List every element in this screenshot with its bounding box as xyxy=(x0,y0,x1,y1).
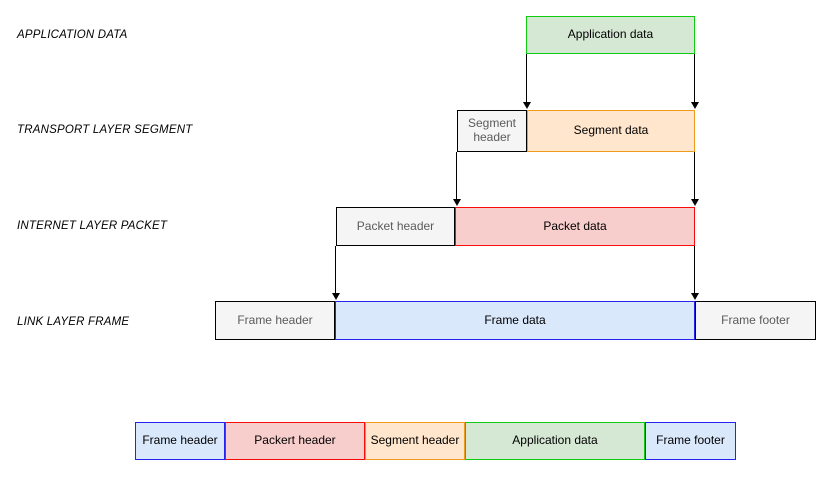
frame-header-box: Frame header xyxy=(215,301,335,340)
packet-header-box: Packet header xyxy=(336,207,455,246)
layer-label-application-data: APPLICATION DATA xyxy=(17,29,128,41)
arrow-segment-to-packet-right xyxy=(690,152,699,206)
arrow-app-to-segment-left xyxy=(522,54,531,109)
layer-label-internet-layer-packet: INTERNET LAYER PACKET xyxy=(17,220,168,232)
arrow-segment-to-packet-left xyxy=(452,152,461,206)
frame-footer-box: Frame footer xyxy=(695,301,816,340)
composite-segment-header-box: Segment header xyxy=(365,422,465,460)
composite-frame-footer-box: Frame footer xyxy=(645,422,736,460)
arrow-packet-to-frame-right xyxy=(690,246,699,300)
composite-application-data-box: Application data xyxy=(465,422,645,460)
packet-data-box: Packet data xyxy=(455,207,695,246)
layer-label-transport-layer-segment: TRANSPORT LAYER SEGMENT xyxy=(17,124,193,136)
arrow-packet-to-frame-left xyxy=(331,246,340,300)
segment-header-box: Segment header xyxy=(457,110,527,152)
arrow-app-to-segment-right xyxy=(690,54,699,109)
segment-data-box: Segment data xyxy=(527,110,695,152)
composite-frame-header-box: Frame header xyxy=(135,422,225,460)
layer-label-link-layer-frame: LINK LAYER FRAME xyxy=(17,316,130,328)
composite-packet-header-box: Packert header xyxy=(225,422,365,460)
frame-data-box: Frame data xyxy=(335,301,695,340)
application-data-box: Application data xyxy=(526,16,695,54)
